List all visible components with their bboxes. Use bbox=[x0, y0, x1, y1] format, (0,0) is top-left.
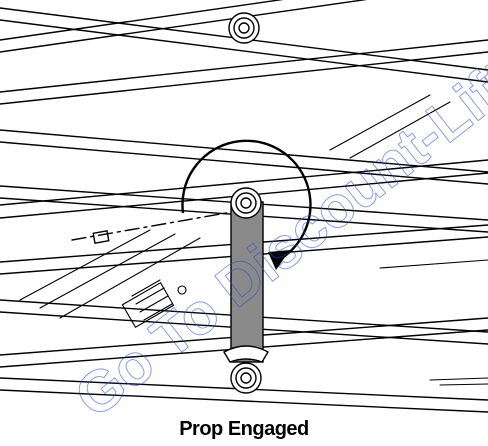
rotation-arrow-icon bbox=[181, 139, 312, 270]
pivot-bolt-icon bbox=[228, 12, 260, 44]
pivot-bolt-icon bbox=[230, 187, 262, 219]
safety-prop bbox=[230, 201, 264, 363]
cylinder-fitting bbox=[121, 279, 187, 329]
dashed-centerline bbox=[71, 211, 233, 244]
diagram-caption: Prop Engaged bbox=[179, 418, 309, 440]
watermark-text: Go To Discount-Lift bbox=[63, 48, 488, 430]
second-scissor-arm bbox=[0, 39, 488, 185]
pivot-bolt-icon bbox=[223, 345, 269, 394]
frame-hatching bbox=[19, 94, 488, 386]
